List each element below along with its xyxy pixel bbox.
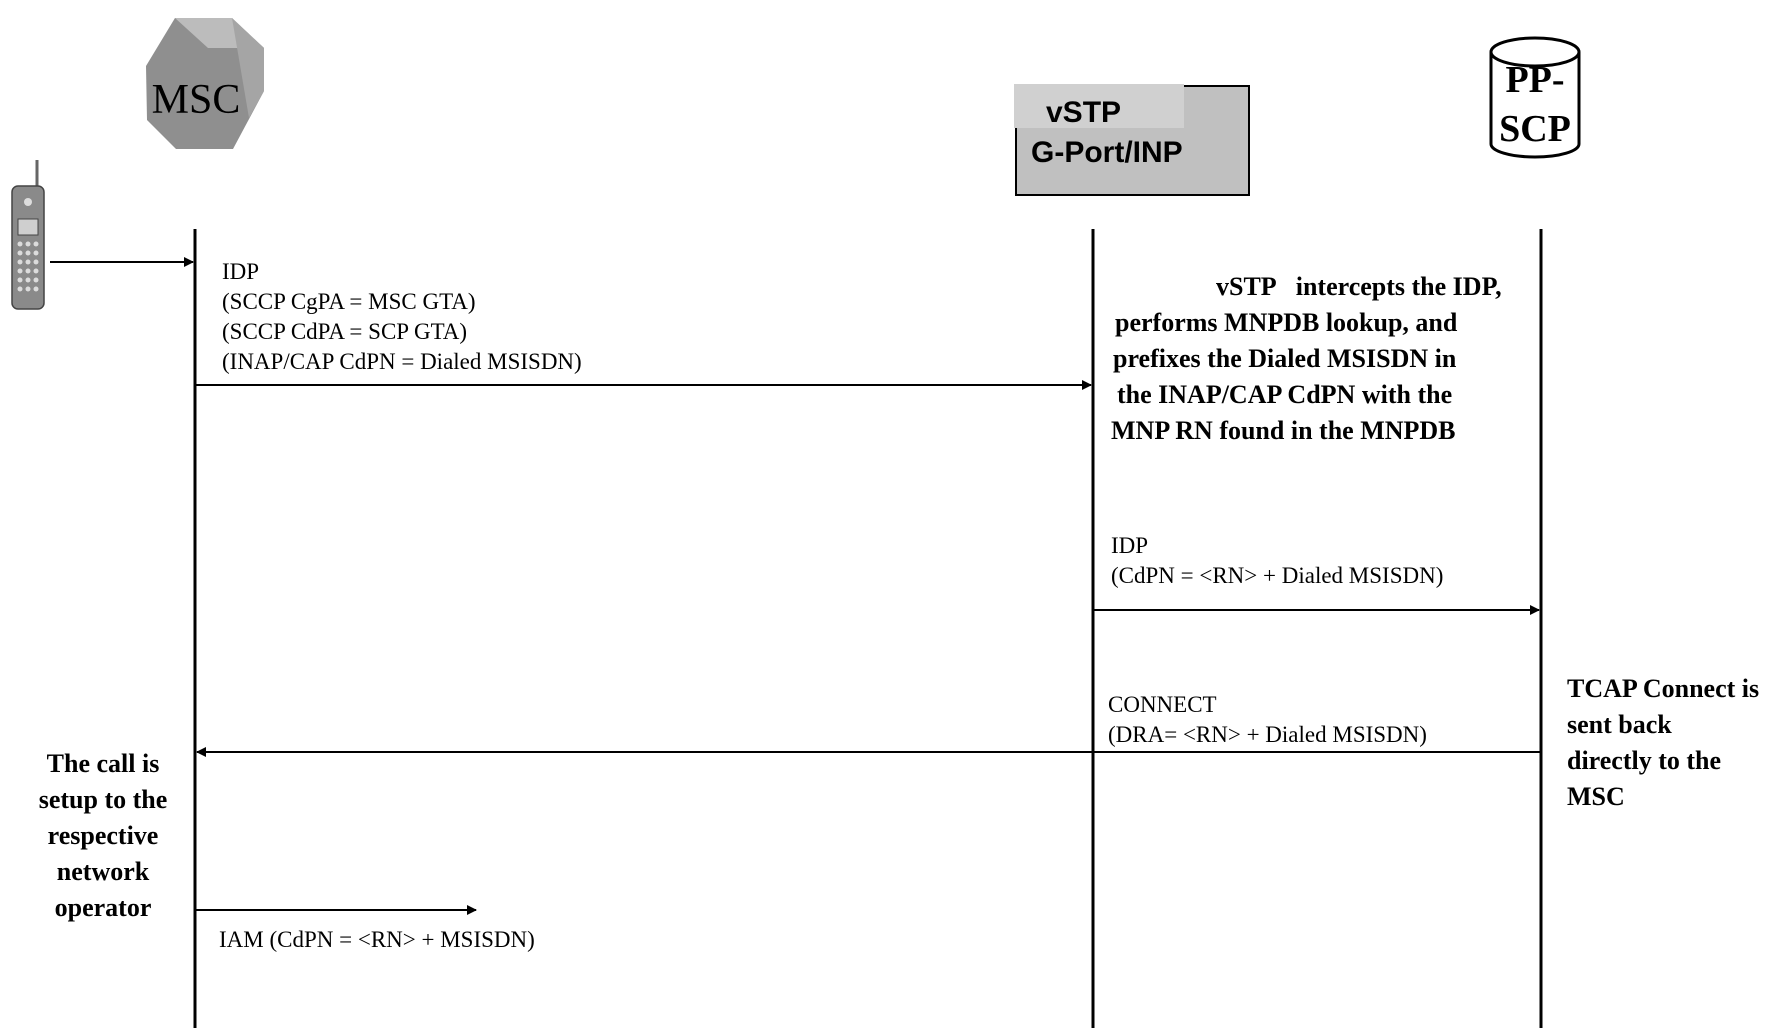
- idp2-line2: (CdPN = <RN> + Dialed MSISDN): [1111, 563, 1443, 588]
- call-note-line4: network: [57, 857, 150, 886]
- connect-line1: CONNECT: [1108, 692, 1217, 717]
- msc-label: MSC: [152, 77, 241, 123]
- idp1-line2: (SCCP CgPA = MSC GTA): [222, 289, 476, 314]
- tcap-note-line1: TCAP Connect is: [1567, 674, 1759, 703]
- mobile-phone-icon: [11, 160, 45, 310]
- vstp-note-line1-rest: intercepts the IDP,: [1296, 272, 1502, 301]
- vstp-note-line2: performs MNPDB lookup, and: [1115, 308, 1458, 337]
- idp1-line3: (SCCP CdPA = SCP GTA): [222, 319, 467, 344]
- idp2-message-label: IDP (CdPN = <RN> + Dialed MSISDN): [1111, 533, 1443, 588]
- ppscp-label-line1: PP-: [1505, 59, 1564, 101]
- call-note-line3: respective: [48, 821, 159, 850]
- vstp-node: vSTP G-Port/INP: [1014, 84, 1250, 196]
- vstp-label-line1: vSTP: [1046, 96, 1121, 129]
- vstp-note-line5: MNP RN found in the MNPDB: [1111, 416, 1456, 445]
- call-note-line1: The call is: [47, 749, 160, 778]
- vstp-note: vSTP intercepts the IDP, performs MNPDB …: [1111, 272, 1502, 445]
- iam-line1: IAM (CdPN = <RN> + MSISDN): [219, 927, 535, 952]
- database-cylinder-icon: [1489, 36, 1581, 159]
- idp1-line4: (INAP/CAP CdPN = Dialed MSISDN): [222, 349, 582, 374]
- idp1-message-label: IDP (SCCP CgPA = MSC GTA) (SCCP CdPA = S…: [222, 259, 582, 374]
- tcap-note: TCAP Connect is sent back directly to th…: [1567, 674, 1759, 811]
- tcap-note-line4: MSC: [1567, 782, 1625, 811]
- iam-message-label: IAM (CdPN = <RN> + MSISDN): [219, 927, 535, 952]
- tcap-note-line2: sent back: [1567, 710, 1672, 739]
- svg-text:vSTP intercepts the IDP,: vSTP intercepts the IDP,: [1216, 272, 1502, 301]
- msc-node: MSC: [146, 18, 264, 149]
- octagon-switch-icon: [146, 18, 264, 149]
- call-setup-note: The call is setup to the respective netw…: [39, 749, 168, 922]
- idp1-line1: IDP: [222, 259, 259, 284]
- ppscp-label-line2: SCP: [1499, 108, 1571, 150]
- idp2-line1: IDP: [1111, 533, 1148, 558]
- ppscp-node: PP- SCP: [1489, 36, 1581, 159]
- connect-message-label: CONNECT (DRA= <RN> + Dialed MSISDN): [1108, 692, 1427, 747]
- tcap-note-line3: directly to the: [1567, 746, 1721, 775]
- vstp-note-bold-word: vSTP: [1216, 272, 1277, 301]
- vstp-note-line4: the INAP/CAP CdPN with the: [1117, 380, 1452, 409]
- call-note-line2: setup to the: [39, 785, 168, 814]
- vstp-note-line3: prefixes the Dialed MSISDN in: [1113, 344, 1457, 373]
- call-note-line5: operator: [55, 893, 152, 922]
- vstp-label-line2: G-Port/INP: [1031, 136, 1183, 169]
- connect-line2: (DRA= <RN> + Dialed MSISDN): [1108, 722, 1427, 747]
